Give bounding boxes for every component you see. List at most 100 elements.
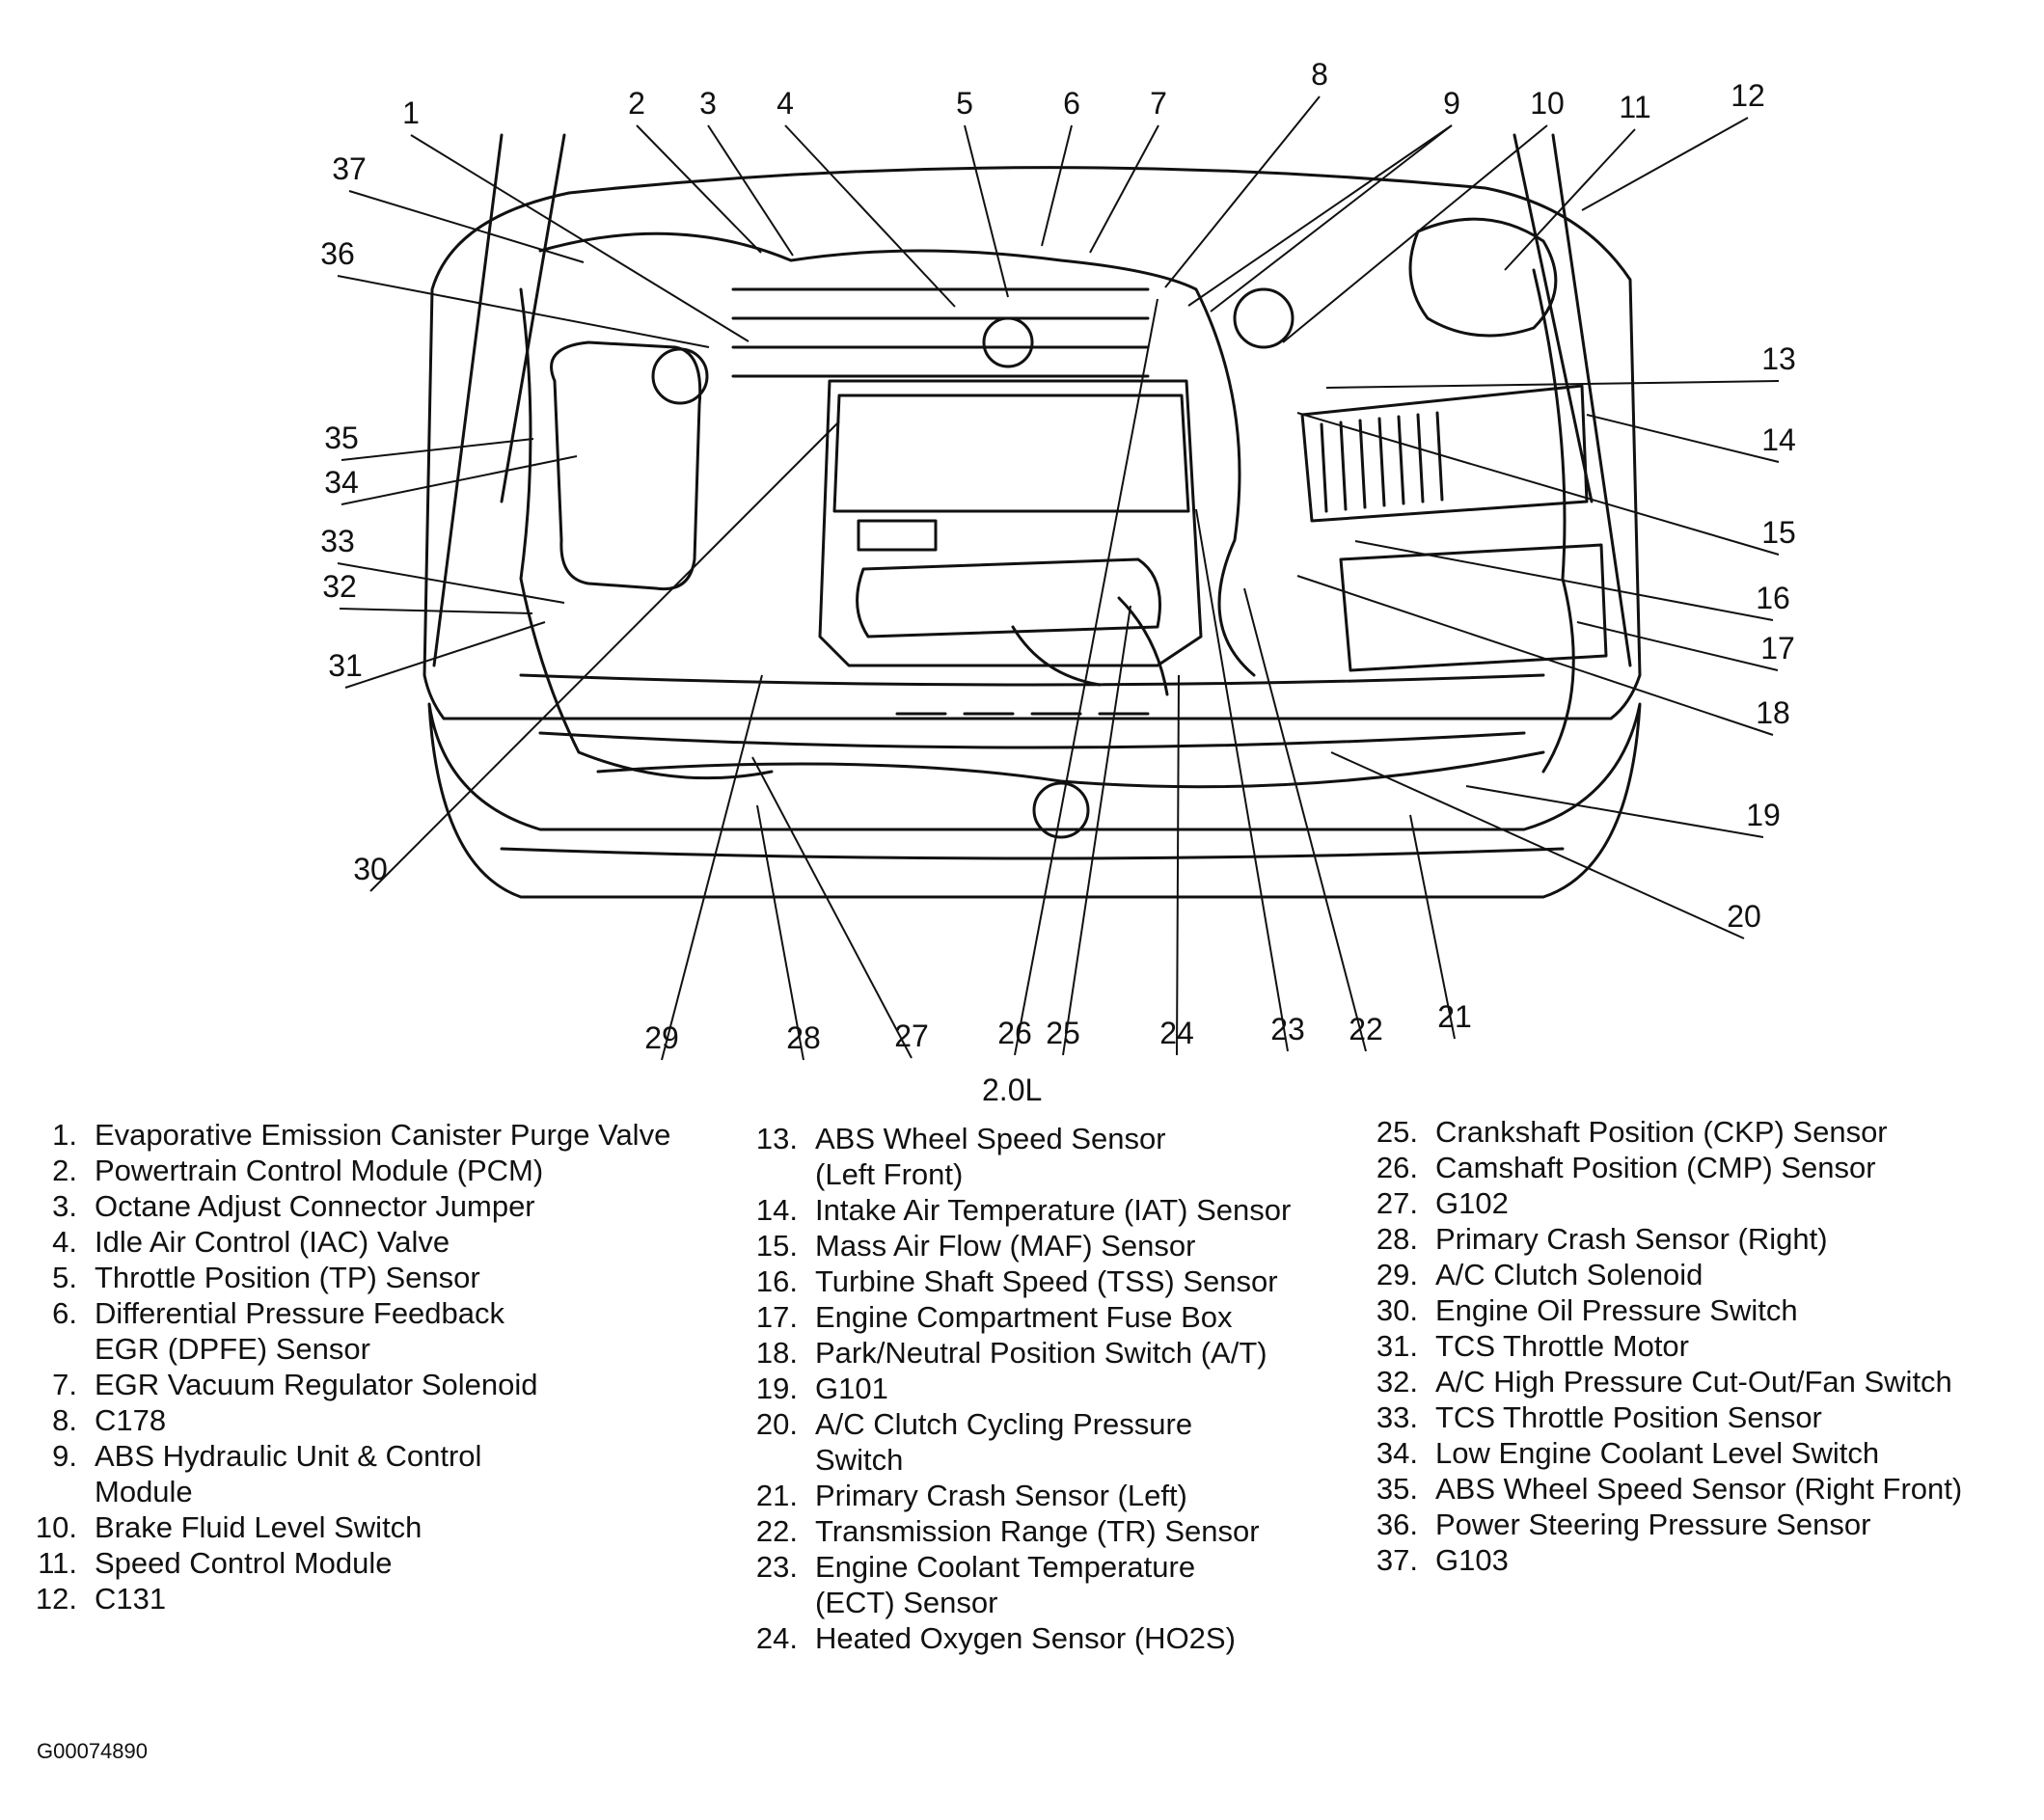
legend-item-text: C178	[95, 1402, 166, 1438]
leader-line-17	[1576, 621, 1779, 671]
leader-line-6	[1041, 124, 1073, 247]
callout-number-23: 23	[1270, 1012, 1305, 1046]
callout-number-17: 17	[1760, 631, 1795, 666]
legend-item: 26.Camshaft Position (CMP) Sensor	[1358, 1150, 1962, 1185]
brake-fluid-reservoir	[1233, 287, 1295, 349]
legend-item-number: 9.	[52, 1439, 77, 1473]
leader-line-13	[1325, 380, 1780, 389]
legend-item-number: 7.	[52, 1368, 77, 1401]
legend-item: 12.C131	[17, 1581, 670, 1616]
fuse-box	[1339, 543, 1608, 672]
legend-item: 32.A/C High Pressure Cut-Out/Fan Switch	[1358, 1364, 1962, 1399]
legend-column-2: 13.ABS Wheel Speed Sensor(Left Front)14.…	[738, 1121, 1291, 1656]
legend-item-line: EGR Vacuum Regulator Solenoid	[95, 1368, 538, 1401]
legend-item-number: 3.	[52, 1189, 77, 1223]
legend-item-number: 8.	[52, 1403, 77, 1437]
leader-line-3	[707, 124, 794, 257]
callout-number-1: 1	[402, 95, 420, 130]
callout-number-34: 34	[324, 465, 359, 500]
wiring-harness-main	[538, 231, 1256, 677]
callout-number-6: 6	[1063, 86, 1080, 121]
legend-item-number: 18.	[755, 1336, 798, 1370]
leader-line-1	[410, 134, 749, 342]
leader-line-37	[348, 190, 585, 263]
legend-item-line: ABS Hydraulic Unit & Control	[95, 1439, 482, 1473]
legend-item-number: 35.	[1376, 1472, 1418, 1506]
intake-manifold-runners	[731, 287, 1150, 378]
legend-item-text: Power Steering Pressure Sensor	[1435, 1507, 1870, 1542]
legend-item-text: TCS Throttle Position Sensor	[1435, 1399, 1822, 1435]
legend-item-text: Mass Air Flow (MAF) Sensor	[815, 1228, 1195, 1263]
fender-line-right-inner	[1513, 133, 1594, 503]
leader-line-23	[1195, 508, 1289, 1052]
legend-item-text: Park/Neutral Position Switch (A/T)	[815, 1335, 1267, 1371]
legend-item-text: Speed Control Module	[95, 1545, 392, 1581]
leader-line-21	[1409, 814, 1456, 1040]
legend-item-line: C178	[95, 1403, 167, 1437]
legend-item-line: Engine Compartment Fuse Box	[815, 1300, 1233, 1334]
legend-item-line: Mass Air Flow (MAF) Sensor	[815, 1229, 1196, 1263]
front-bumper	[427, 702, 1642, 899]
legend-item-line: Throttle Position (TP) Sensor	[95, 1261, 480, 1294]
legend-item-line: Octane Adjust Connector Jumper	[95, 1189, 535, 1223]
callout-number-33: 33	[320, 524, 355, 558]
leader-line-9-1	[1187, 124, 1453, 307]
fender-line-right	[1551, 133, 1632, 667]
leader-line-8	[1164, 95, 1321, 288]
legend-item-number: 11.	[38, 1546, 77, 1580]
legend-item: 1.Evaporative Emission Canister Purge Va…	[17, 1117, 670, 1153]
callout-number-11: 11	[1619, 90, 1650, 124]
callout-number-13: 13	[1761, 341, 1796, 376]
legend-item-line: Speed Control Module	[95, 1546, 393, 1580]
legend-item: 31.TCS Throttle Motor	[1358, 1328, 1962, 1364]
legend-item-text: Idle Air Control (IAC) Valve	[95, 1224, 450, 1260]
legend-item-line: TCS Throttle Position Sensor	[1435, 1400, 1822, 1434]
figure-id: G00074890	[37, 1739, 148, 1763]
callout-number-7: 7	[1150, 86, 1167, 121]
legend-item: 4.Idle Air Control (IAC) Valve	[17, 1224, 670, 1260]
callout-number-12: 12	[1731, 78, 1765, 113]
legend-item: 28.Primary Crash Sensor (Right)	[1358, 1221, 1962, 1257]
callout-number-2: 2	[628, 86, 645, 121]
legend-item-number: 16.	[755, 1264, 798, 1298]
leader-line-22	[1243, 587, 1367, 1052]
legend-item: 37. G103	[1358, 1542, 1962, 1578]
leader-line-35	[341, 438, 534, 461]
legend-item-number: 37.	[1376, 1543, 1418, 1577]
callout-number-8: 8	[1311, 57, 1328, 92]
legend-item: 11. Speed Control Module	[17, 1545, 670, 1581]
legend-item-number: 13.	[755, 1122, 798, 1155]
legend-item: 3. Octane Adjust Connector Jumper	[17, 1188, 670, 1224]
legend-column-1: 1.Evaporative Emission Canister Purge Va…	[17, 1117, 670, 1616]
legend-item-text: Low Engine Coolant Level Switch	[1435, 1435, 1879, 1471]
leader-line-34	[341, 455, 578, 505]
engine-compartment-illustration	[422, 133, 1642, 899]
legend-item-number: 25.	[1376, 1115, 1418, 1149]
legend-item-line: Transmission Range (TR) Sensor	[815, 1514, 1260, 1548]
callout-number-22: 22	[1349, 1012, 1383, 1046]
legend-item-text: G103	[1435, 1542, 1509, 1578]
wiring-harness-right	[1532, 268, 1575, 774]
legend-item-line: (ECT) Sensor	[815, 1586, 998, 1619]
callout-number-25: 25	[1046, 1016, 1080, 1050]
legend-item-line: Power Steering Pressure Sensor	[1435, 1508, 1871, 1541]
leader-line-30	[369, 421, 840, 892]
legend-item: 33.TCS Throttle Position Sensor	[1358, 1399, 1962, 1435]
legend-item-number: 36.	[1376, 1508, 1418, 1541]
legend-item-line: A/C High Pressure Cut-Out/Fan Switch	[1435, 1365, 1952, 1399]
legend-item-line: A/C Clutch Solenoid	[1435, 1258, 1703, 1291]
legend-item-number: 27.	[1376, 1186, 1418, 1220]
legend-item-text: Octane Adjust Connector Jumper	[95, 1188, 535, 1224]
legend-item-text: Powertrain Control Module (PCM)	[95, 1153, 543, 1188]
callout-number-32: 32	[322, 569, 357, 604]
callout-number-15: 15	[1761, 515, 1796, 550]
leader-line-29	[661, 674, 763, 1061]
legend-item: 17.Engine Compartment Fuse Box	[738, 1299, 1291, 1335]
callout-number-5: 5	[956, 86, 973, 121]
legend-item-line: Brake Fluid Level Switch	[95, 1510, 422, 1544]
legend-item: 13.ABS Wheel Speed Sensor(Left Front)	[738, 1121, 1291, 1192]
